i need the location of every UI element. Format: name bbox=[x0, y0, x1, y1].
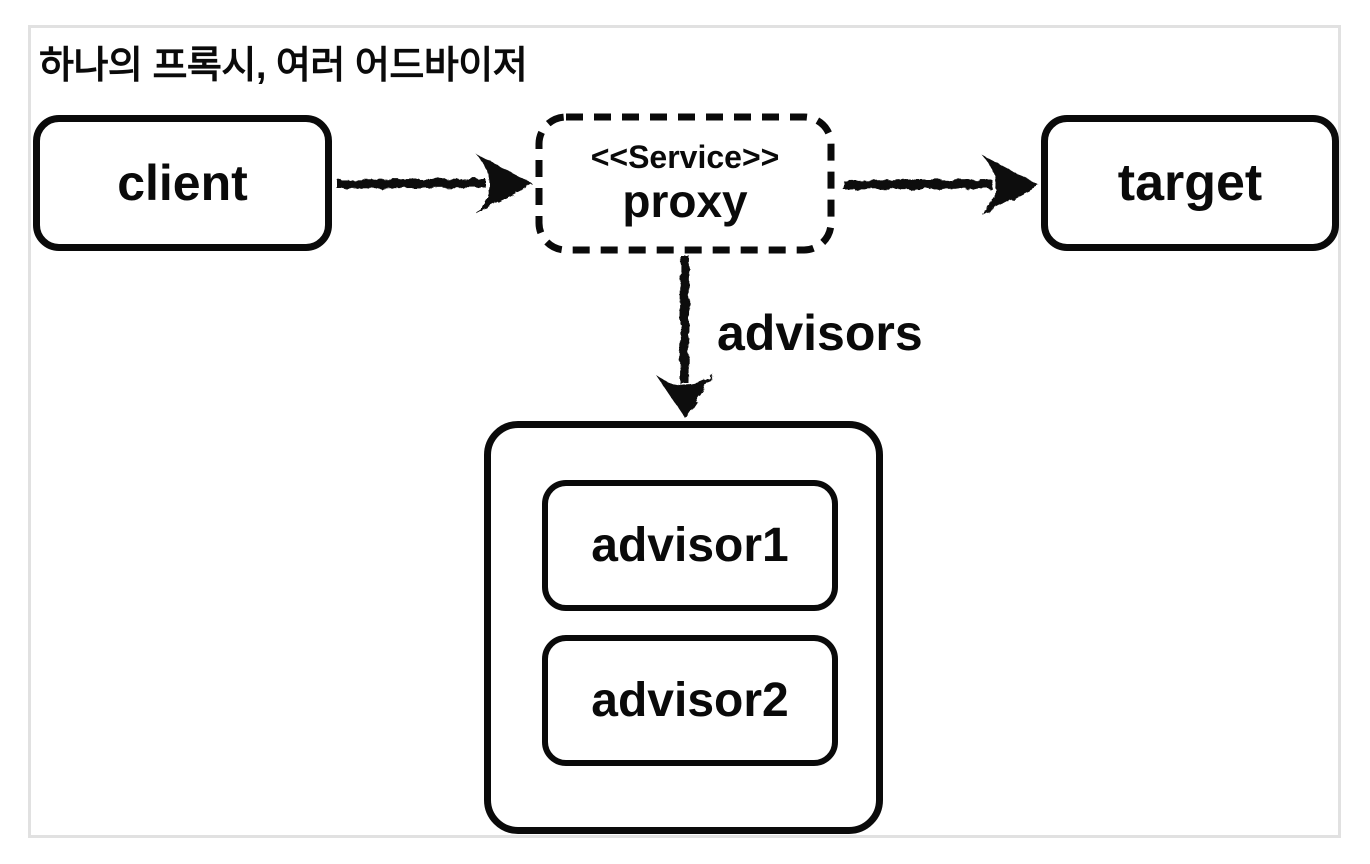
diagram-title: 하나의 프록시, 여러 어드바이저 bbox=[39, 45, 528, 87]
proxy-node-label: proxy bbox=[622, 175, 748, 228]
proxy-node: <<Service>> proxy bbox=[535, 113, 835, 254]
target-node: target bbox=[1041, 115, 1339, 251]
advisor1-node-label: advisor1 bbox=[591, 519, 789, 572]
advisors-container-node: advisor1 advisor2 bbox=[484, 421, 883, 834]
proxy-dashed-border bbox=[535, 113, 835, 254]
advisor2-node-label: advisor2 bbox=[591, 674, 789, 727]
client-node: client bbox=[33, 115, 332, 251]
target-node-label: target bbox=[1117, 154, 1263, 212]
client-node-label: client bbox=[117, 155, 248, 211]
advisor2-node: advisor2 bbox=[542, 635, 838, 766]
advisor1-node: advisor1 bbox=[542, 480, 838, 611]
advisors-edge-label: advisors bbox=[717, 305, 923, 361]
proxy-stereotype: <<Service>> bbox=[590, 138, 780, 175]
